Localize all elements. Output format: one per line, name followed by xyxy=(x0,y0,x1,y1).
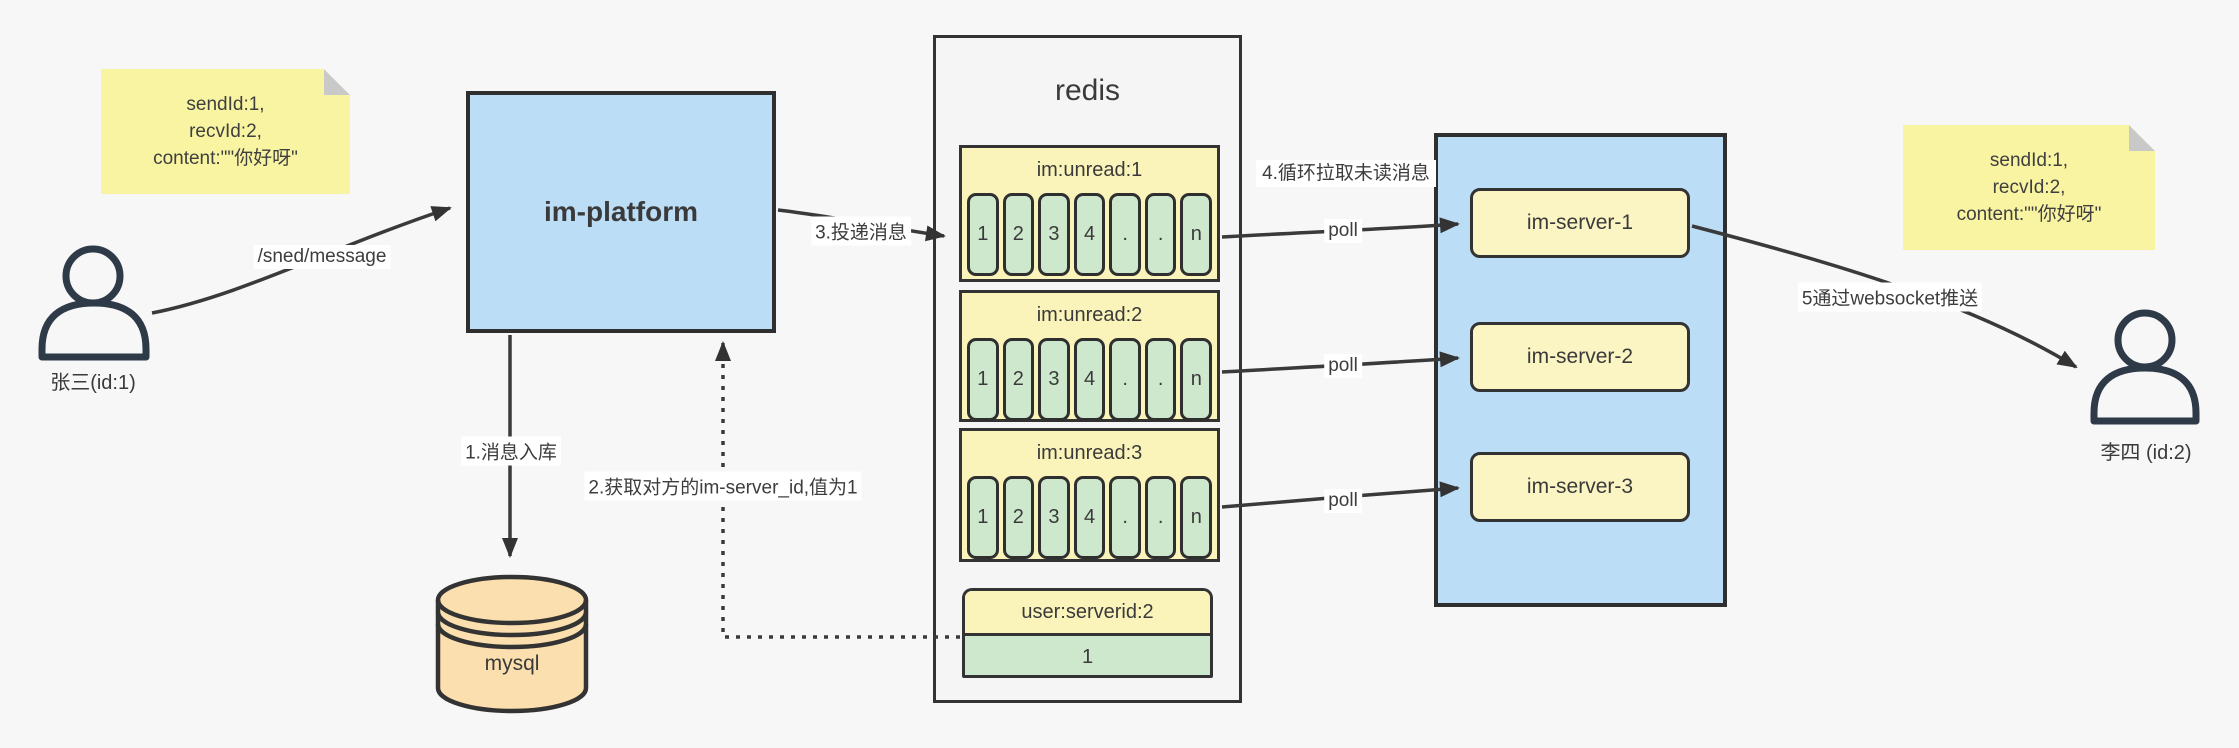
list-cell: 1 xyxy=(967,338,999,421)
list-cell: 2 xyxy=(1002,476,1035,559)
list-cell: 1 xyxy=(967,193,999,276)
lookup-serverid-label: 2.获取对方的im-server_id,值为1 xyxy=(584,471,862,501)
store-message-label: 1.消息入库 xyxy=(461,436,561,466)
list-cell: 4 xyxy=(1073,193,1106,276)
poll-unread-label: 4.循环拉取未读消息 xyxy=(1256,160,1436,187)
unread-list-3-cells: 1 2 3 4 . . n xyxy=(962,476,1217,559)
list-cell: 4 xyxy=(1073,476,1106,559)
note-line: sendId:1, xyxy=(1989,150,2069,171)
user-serverid-header: user:serverid:2 xyxy=(965,591,1210,633)
unread-list-1-cells: 1 2 3 4 . . n xyxy=(962,193,1217,276)
sender-person-icon xyxy=(30,243,160,370)
list-cell: . xyxy=(1144,476,1177,559)
unread-list-3-header: im:unread:3 xyxy=(1036,442,1143,464)
sender-label: 张三(id:1) xyxy=(50,372,136,394)
unread-list-1-header: im:unread:1 xyxy=(1036,159,1143,181)
list-cell: 4 xyxy=(1073,338,1106,421)
list-cell: 3 xyxy=(1038,476,1070,559)
unread-list-2-header: im:unread:2 xyxy=(1036,304,1143,326)
im-server-2-box: im-server-2 xyxy=(1470,322,1690,392)
poll-label-2: poll xyxy=(1324,354,1362,378)
poll-label-1: poll xyxy=(1324,219,1362,243)
list-cell: . xyxy=(1109,476,1141,559)
note-fold-icon xyxy=(2129,125,2155,151)
note-line: content:""你好呀" xyxy=(1956,204,2102,225)
im-server-3-box: im-server-3 xyxy=(1470,452,1690,522)
list-cell: n xyxy=(1180,476,1213,559)
im-server-1-box: im-server-1 xyxy=(1470,188,1690,258)
note-line: recvId:2, xyxy=(189,121,262,142)
list-cell: . xyxy=(1144,193,1177,276)
deliver-message-label: 3.投递消息 xyxy=(811,216,911,246)
im-platform-label: im-platform xyxy=(544,196,698,227)
send-message-label: /sned/message xyxy=(253,245,391,269)
note-line: recvId:2, xyxy=(1992,177,2066,198)
list-cell: 2 xyxy=(1002,193,1035,276)
note-fold-icon xyxy=(324,69,350,95)
list-cell: 1 xyxy=(967,476,999,559)
user-serverid-value: 1 xyxy=(965,633,1210,675)
mysql-database-icon xyxy=(433,572,591,722)
user-serverid-box: user:serverid:2 1 xyxy=(962,588,1213,678)
websocket-push-label: 5通过websocket推送 xyxy=(1797,282,1983,312)
message-note-left: sendId:1, recvId:2, content:""你好呀" xyxy=(101,69,350,194)
receiver-label: 李四 (id:2) xyxy=(2100,442,2192,464)
list-cell: 2 xyxy=(1002,338,1035,421)
im-platform-box: im-platform xyxy=(466,91,776,333)
im-server-2-label: im-server-2 xyxy=(1526,345,1634,368)
list-cell: . xyxy=(1144,338,1177,421)
receiver-person-icon xyxy=(2086,308,2208,433)
message-note-right: sendId:1, recvId:2, content:""你好呀" xyxy=(1903,125,2155,250)
unread-list-2: im:unread:2 1 2 3 4 . . n xyxy=(959,290,1220,422)
unread-list-3: im:unread:3 1 2 3 4 . . n xyxy=(959,428,1220,562)
poll-label-3: poll xyxy=(1324,489,1362,513)
redis-title: redis xyxy=(1054,74,1121,107)
note-line: sendId:1, xyxy=(186,94,265,115)
mysql-label: mysql xyxy=(484,652,540,675)
list-cell: 3 xyxy=(1038,338,1070,421)
im-server-3-label: im-server-3 xyxy=(1526,475,1634,498)
list-cell: n xyxy=(1180,193,1213,276)
unread-list-2-cells: 1 2 3 4 . . n xyxy=(962,338,1217,421)
im-server-1-label: im-server-1 xyxy=(1526,211,1634,234)
list-cell: 3 xyxy=(1038,193,1070,276)
list-cell: n xyxy=(1180,338,1213,421)
note-line: content:""你好呀" xyxy=(153,148,298,169)
unread-list-1: im:unread:1 1 2 3 4 . . n xyxy=(959,145,1220,282)
list-cell: . xyxy=(1109,338,1141,421)
list-cell: . xyxy=(1109,193,1141,276)
